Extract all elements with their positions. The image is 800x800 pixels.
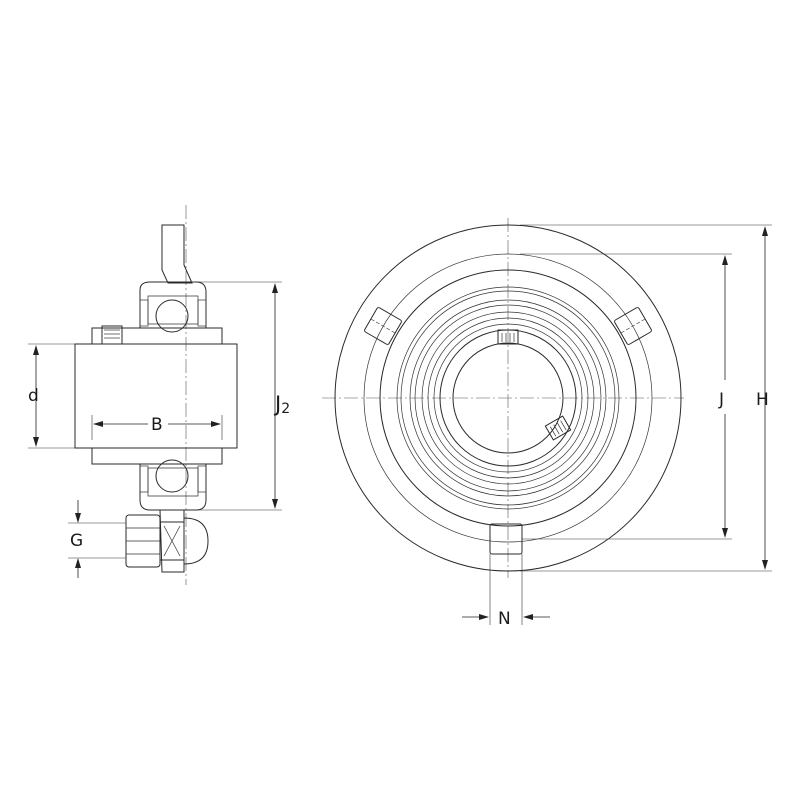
upper-inner-ring: [91, 327, 223, 345]
bolt-hole-upper-left: [364, 307, 402, 345]
top-flange: [161, 224, 193, 284]
dim-label-N: N: [498, 609, 511, 629]
upper-housing: [139, 281, 207, 329]
lower-housing: [139, 463, 207, 511]
dim-label-J: J: [718, 390, 724, 410]
dim-label-d: d: [28, 386, 39, 406]
lower-inner-ring: [91, 447, 223, 465]
dim-label-H: H: [756, 390, 769, 410]
dim-label-B: B: [151, 415, 163, 435]
bolt-hole-bottom: [489, 523, 523, 555]
bore: [452, 342, 564, 454]
side-view: J2 d B G: [28, 205, 290, 585]
bolt-hole-upper-right: [614, 307, 652, 345]
bolt-circle: [363, 253, 653, 543]
mounting-bolt: [125, 514, 209, 568]
grub-screw-front-top: [497, 329, 519, 345]
upper-ball: [155, 299, 189, 333]
flange-outer-circle: [334, 224, 682, 572]
dim-label-J2: J2: [273, 392, 290, 417]
grub-screw-top: [101, 325, 123, 345]
front-view: H J N: [322, 218, 772, 629]
lower-ball: [155, 459, 189, 493]
grub-screw-front-side: [544, 415, 572, 441]
dim-label-G: G: [70, 531, 83, 551]
